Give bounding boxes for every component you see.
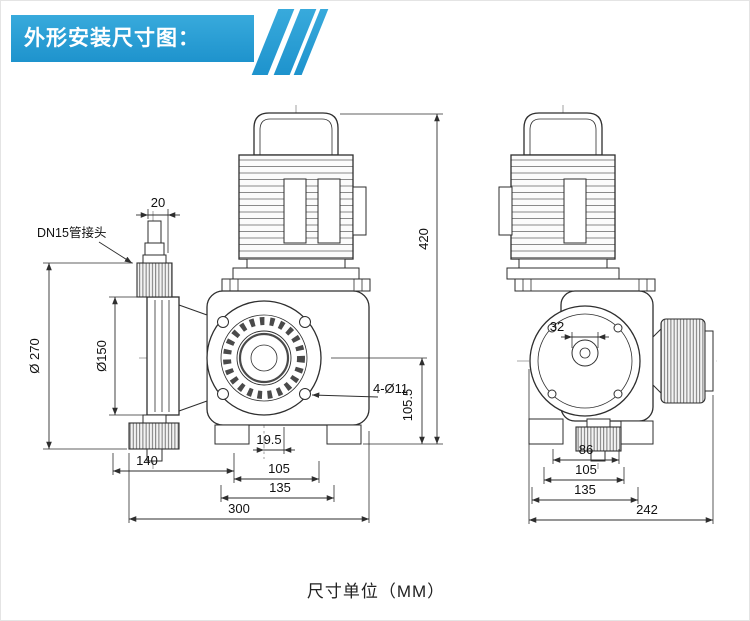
pipe-joint-callout: DN15管接头	[37, 225, 133, 264]
dim-140: 140	[112, 453, 235, 483]
diaphragm-head	[146, 296, 180, 416]
dim-label-135-front: 135	[269, 480, 291, 495]
dim-label-105-side: 105	[575, 462, 597, 477]
dim-105-5: 105.5	[331, 357, 427, 444]
dim-300: 300	[128, 431, 370, 523]
dim-105-side: 105	[543, 462, 625, 484]
dim-150: Ø150	[94, 296, 147, 416]
discharge-valve-fitting-side	[575, 418, 622, 462]
dim-20: 20	[136, 195, 180, 253]
page-title-text: 外形安装尺寸图：	[24, 27, 200, 50]
adjustment-knob	[652, 318, 714, 404]
bolt-hole	[217, 388, 229, 400]
dim-420: 420	[340, 113, 443, 445]
side-view: 32 86 105 135	[498, 105, 717, 524]
page-title: 外形安装尺寸图：	[11, 15, 254, 62]
motor-front	[221, 112, 371, 292]
pump-flange-circle	[529, 305, 641, 417]
bolt-hole	[547, 323, 557, 333]
bolt-hole	[613, 389, 623, 399]
dim-label-300: 300	[228, 501, 250, 516]
bolt-hole	[547, 389, 557, 399]
dim-19-5: 19.5	[253, 427, 295, 454]
dim-32: 32	[550, 319, 609, 348]
dim-label-242: 242	[636, 502, 658, 517]
dim-label-20: 20	[151, 195, 165, 210]
dim-label-105-front: 105	[268, 461, 290, 476]
pipe-joint-label: DN15管接头	[37, 225, 106, 240]
motor-side	[498, 112, 656, 292]
pump-head-circle	[206, 300, 322, 416]
discharge-valve-fitting	[128, 414, 180, 462]
unit-note: 尺寸单位（MM）	[1, 577, 749, 602]
bolt-hole	[299, 388, 311, 400]
suction-valve-fitting	[136, 220, 173, 298]
dim-label-140: 140	[136, 453, 158, 468]
dim-label-420: 420	[416, 228, 431, 250]
bolt-hole-callout: 4-Ø11	[311, 381, 408, 399]
dim-label-19-5: 19.5	[256, 432, 281, 447]
bolt-note-label: 4-Ø11	[373, 381, 408, 396]
bolt-hole	[217, 316, 229, 328]
dim-label-32: 32	[550, 319, 564, 334]
dim-105-front: 105	[234, 461, 320, 483]
dim-label-135-side: 135	[574, 482, 596, 497]
dim-270: Ø 270	[27, 262, 133, 450]
front-view: 20 DN15管接头 Ø 270 Ø150	[27, 105, 443, 523]
unit-note-text: 尺寸单位（MM）	[306, 582, 446, 601]
dim-135-side: 135	[531, 482, 639, 504]
dim-label-270: Ø 270	[27, 338, 42, 373]
bolt-hole	[299, 316, 311, 328]
dim-label-150: Ø150	[94, 340, 109, 372]
dim-242: 242	[528, 369, 714, 524]
dim-label-86: 86	[579, 442, 593, 457]
dim-135-front: 135	[220, 480, 335, 502]
dim-label-105-5: 105.5	[400, 389, 415, 422]
bolt-hole	[613, 323, 623, 333]
dim-86: 86	[552, 442, 620, 464]
